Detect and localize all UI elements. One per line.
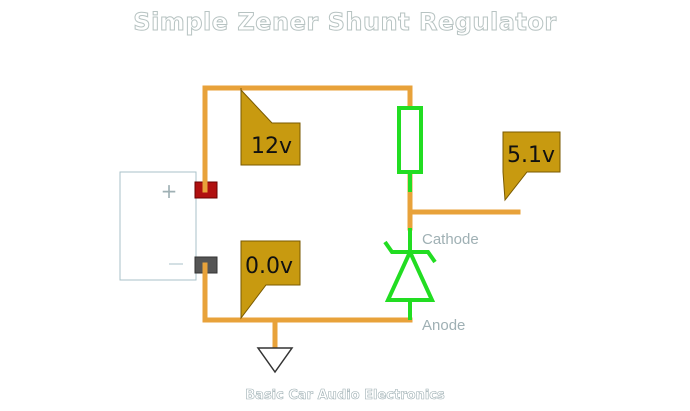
wires — [202, 85, 521, 351]
callout-output-voltage: 5.1v — [502, 131, 561, 202]
callout-ground-text: 0.0v — [245, 254, 293, 279]
footer-credit: Basic Car Audio Electronics — [245, 388, 445, 404]
battery: + — [119, 171, 218, 281]
anode-label: Anode — [422, 317, 465, 334]
ground-symbol — [256, 347, 294, 374]
resistor-body — [397, 106, 423, 174]
callout-output-shape — [502, 131, 561, 202]
battery-plus-sign: + — [161, 179, 178, 203]
ground-wire — [202, 262, 413, 323]
callout-ground-voltage: 0.0v — [240, 240, 301, 320]
callout-ground-shape — [240, 240, 301, 320]
supply-wire — [202, 85, 413, 193]
zener-triangle — [384, 247, 436, 302]
diagram-title: Simple Zener Shunt Regulator — [133, 8, 557, 37]
callout-supply-voltage: 12v — [240, 88, 301, 166]
resistor — [397, 106, 423, 192]
callout-supply-text: 12v — [251, 134, 292, 159]
callout-supply-shape — [240, 88, 301, 166]
battery-body — [119, 171, 197, 281]
callout-output-text: 5.1v — [507, 143, 555, 168]
zener-diode — [383, 228, 437, 320]
cathode-label: Cathode — [422, 231, 479, 248]
